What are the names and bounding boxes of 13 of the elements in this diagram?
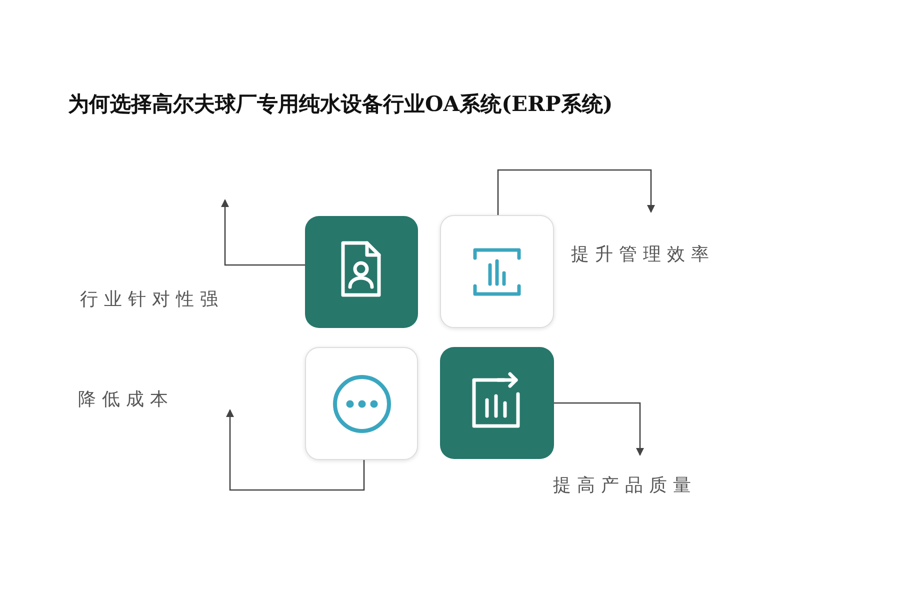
benefit-label: 行业针对性强 bbox=[80, 289, 224, 311]
icon-tile bbox=[440, 215, 554, 328]
benefit-label: 降低成本 bbox=[78, 389, 174, 411]
arrow bbox=[554, 402, 644, 456]
title: 为何选择高尔夫球厂专用纯水设备行业OA系统(ERP系统) bbox=[68, 90, 613, 118]
icon-tile bbox=[305, 216, 418, 328]
icon-tile bbox=[305, 347, 418, 460]
arrow bbox=[221, 199, 305, 266]
benefit-label: 提升管理效率 bbox=[571, 244, 715, 266]
benefit-label: 提高产品质量 bbox=[553, 475, 697, 497]
icon-tile bbox=[440, 347, 554, 459]
arrow bbox=[226, 409, 365, 491]
arrow bbox=[497, 169, 655, 215]
